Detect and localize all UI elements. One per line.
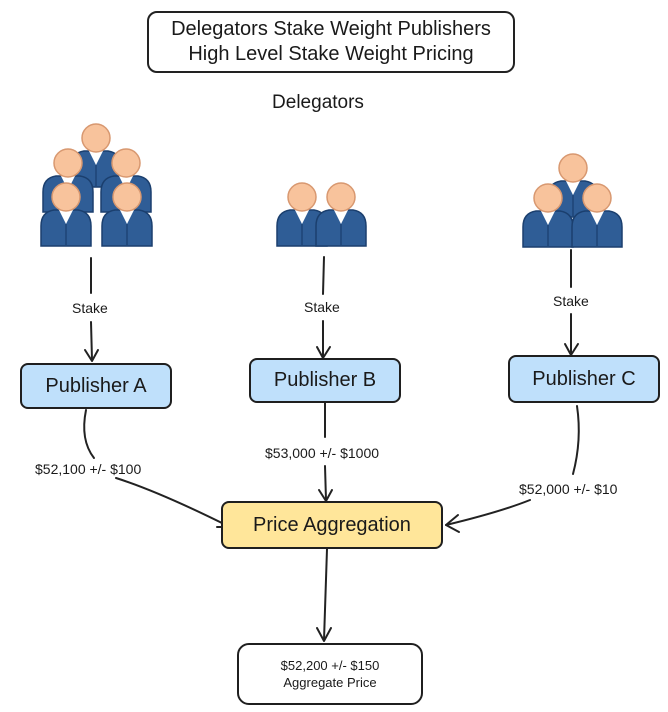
aggregate-price-node: $52,200 +/- $150 Aggregate Price [237, 643, 423, 705]
title-line-2: High Level Stake Weight Pricing [188, 43, 474, 65]
stake-label-b: Stake [304, 299, 340, 315]
price-arrow-c [445, 405, 580, 533]
title-line-1: Delegators Stake Weight Publishers [171, 18, 491, 40]
publisher-b-node: Publisher B [249, 358, 401, 403]
price-label-b: $53,000 +/- $1000 [265, 445, 380, 461]
publisher-c-node: Publisher C [508, 355, 660, 403]
delegator-person-icon [315, 182, 367, 247]
price-aggregation-node: Price Aggregation [221, 501, 443, 549]
delegator-group-a [40, 123, 153, 247]
aggregate-arrow [316, 548, 332, 642]
stake-label-a: Stake [72, 300, 108, 316]
delegator-group-b [276, 182, 367, 247]
delegators-label: Delegators [272, 92, 364, 113]
publisher-a-node: Publisher A [20, 363, 172, 409]
price-label-c: $52,000 +/- $10 [519, 481, 618, 497]
diagram-title: Delegators Stake Weight Publishers High … [147, 11, 515, 73]
stake-arrow-a [84, 257, 99, 362]
aggregate-price-label: Aggregate Price [283, 675, 377, 690]
price-label-a: $52,100 +/- $100 [35, 461, 142, 477]
aggregate-price-value: $52,200 +/- $150 [280, 658, 380, 673]
delegator-group-c [522, 153, 623, 248]
stake-label-c: Stake [553, 293, 589, 309]
